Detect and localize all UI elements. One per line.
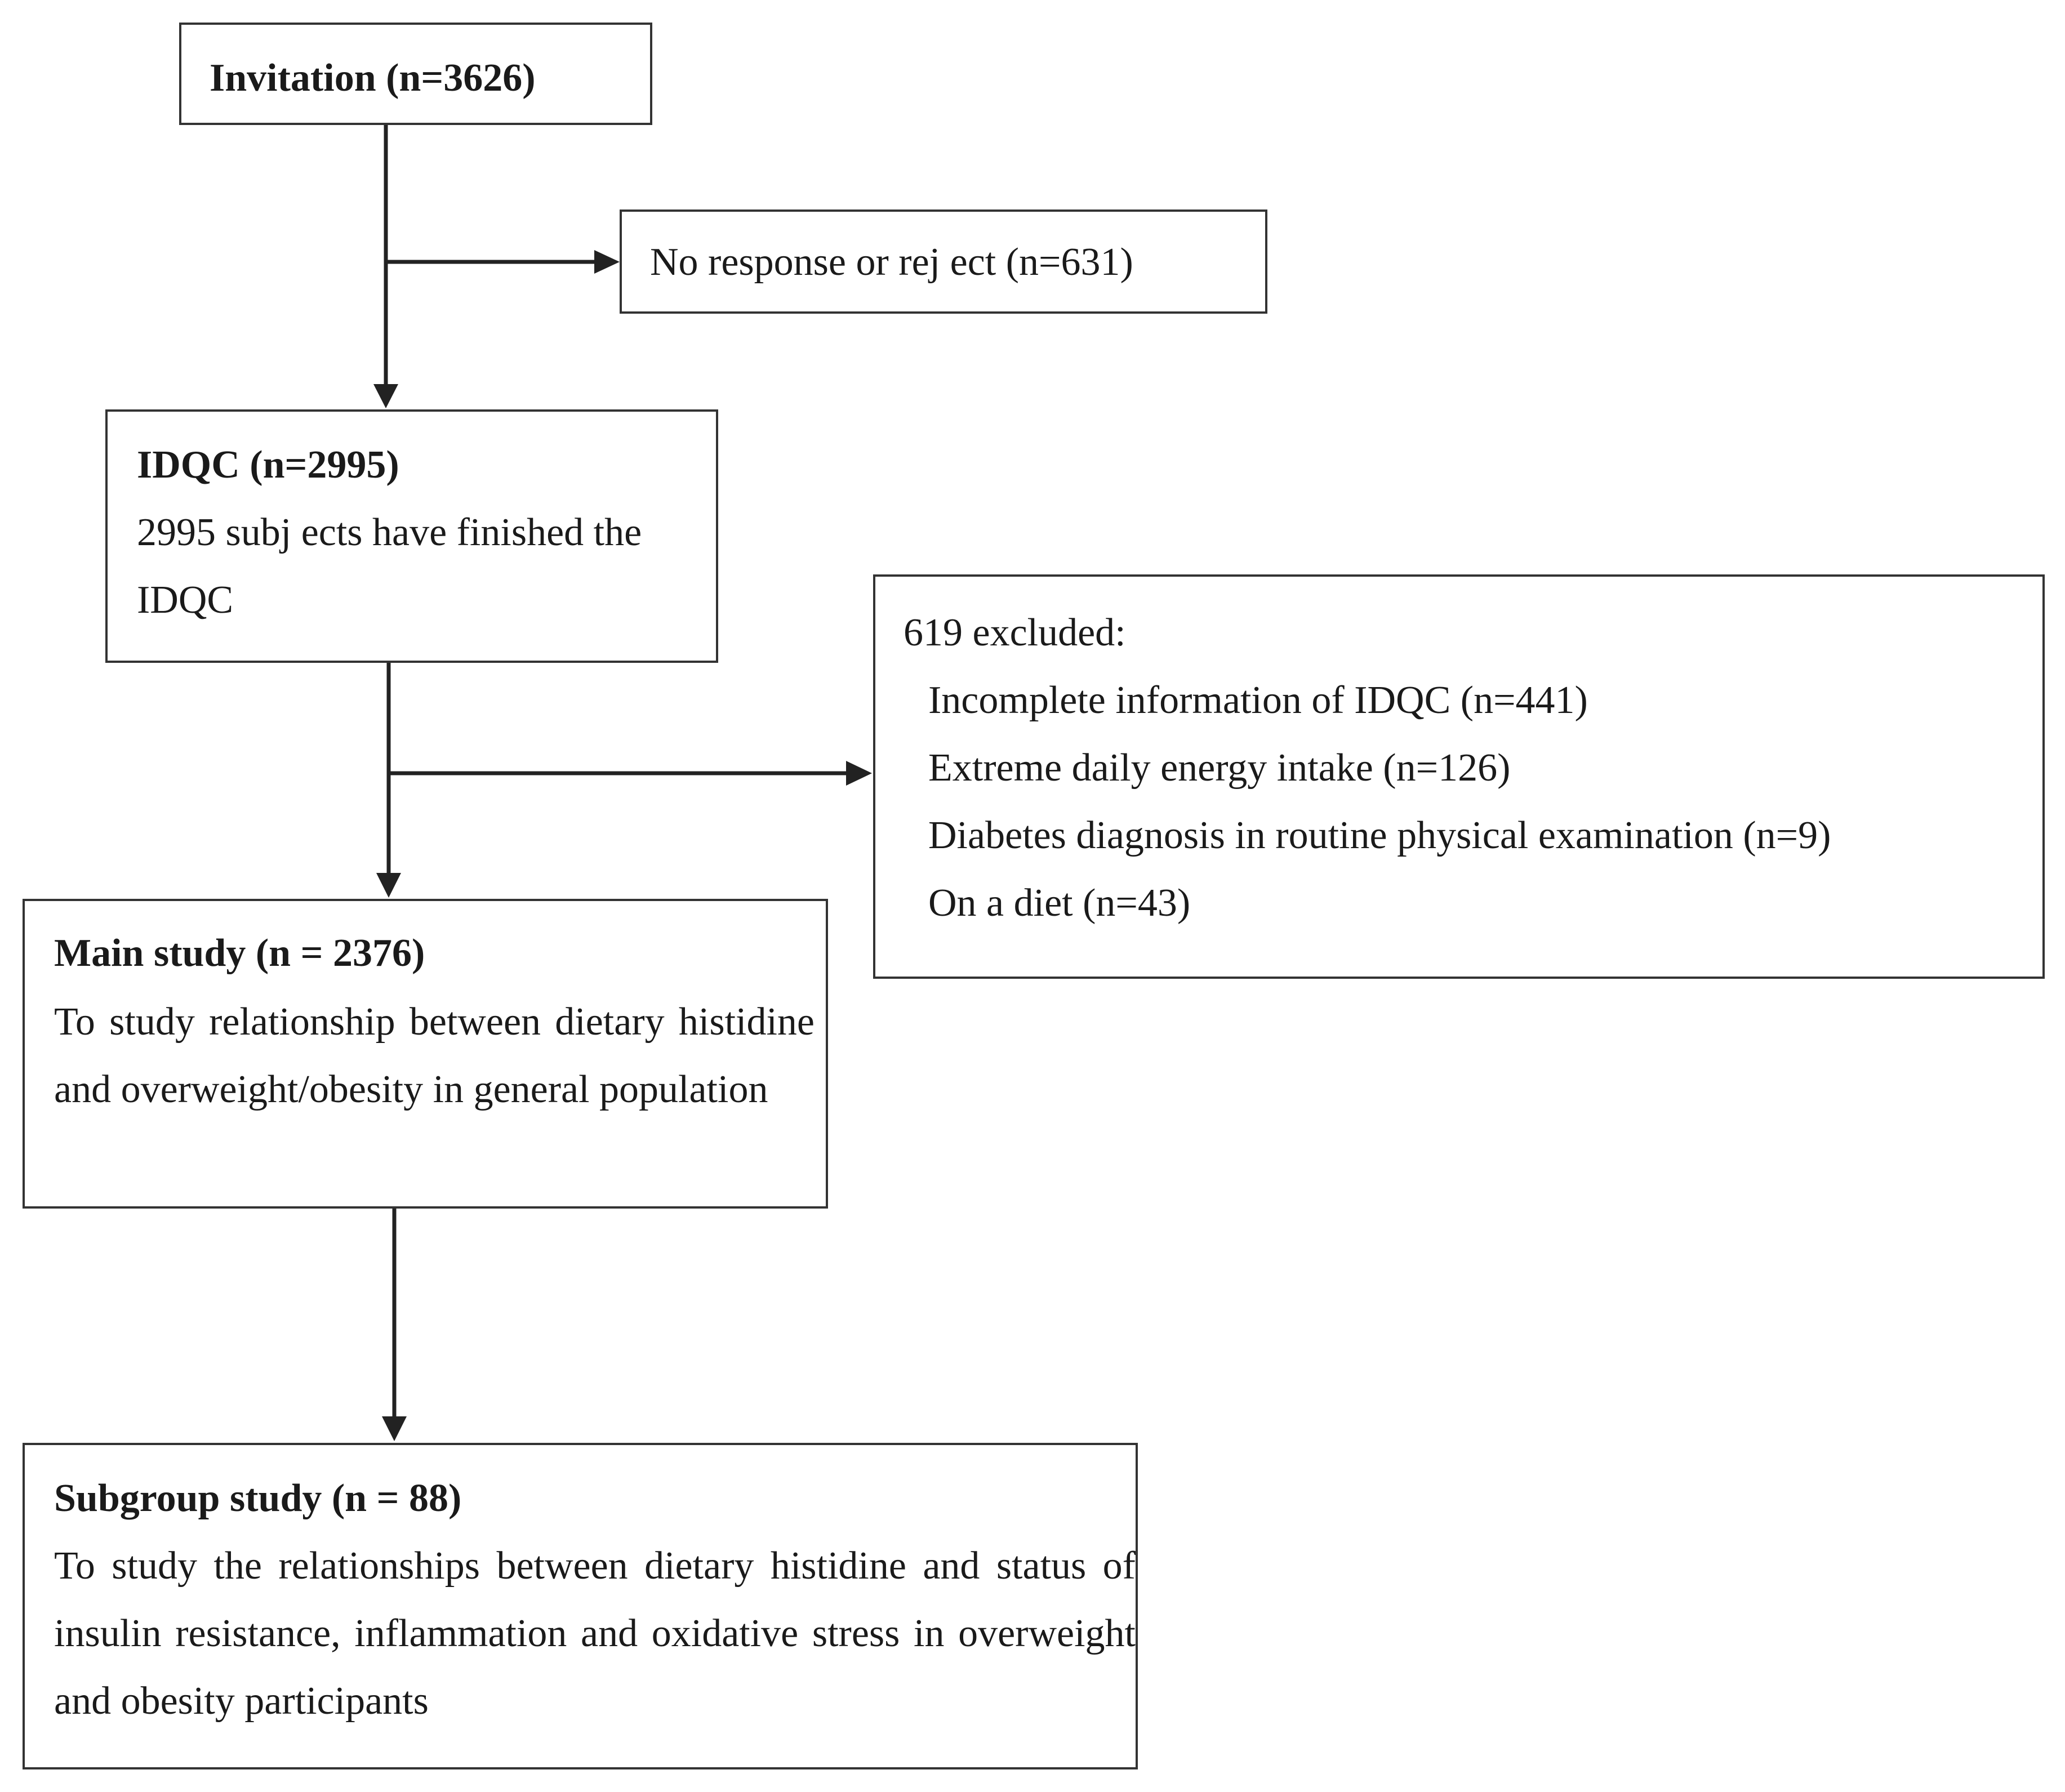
excluded-heading: 619 excluded: [904, 611, 1126, 654]
idqc-title: IDQC (n=2995) [137, 443, 399, 487]
excluded-item: Incomplete information of IDQC (n=441) [928, 679, 1588, 722]
subgroup-study-title: Subgroup study (n = 88) [54, 1477, 462, 1520]
idqc-box: IDQC (n=2995) 2995 subj ects have finish… [105, 409, 718, 663]
arrowhead-excluded-icon [846, 761, 872, 786]
no-response-box: No response or rej ect (n=631) [620, 209, 1267, 314]
excluded-item: Diabetes diagnosis in routine physical e… [928, 814, 1831, 857]
arrowhead-idqc-icon [373, 384, 398, 408]
invitation-title: Invitation (n=3626) [210, 56, 536, 100]
no-response-label: No response or rej ect (n=631) [650, 240, 1133, 284]
main-study-title: Main study (n = 2376) [54, 931, 425, 975]
invitation-box: Invitation (n=3626) [179, 23, 652, 125]
idqc-description: 2995 subj ects have finished the IDQC [137, 511, 642, 622]
arrowhead-subgroup-icon [382, 1416, 407, 1441]
arrowhead-main-icon [376, 873, 401, 898]
subgroup-study-description: To study the relationships between dieta… [54, 1544, 1136, 1723]
excluded-item: Extreme daily energy intake (n=126) [928, 746, 1511, 790]
excluded-item: On a diet (n=43) [928, 881, 1191, 925]
subgroup-study-box: Subgroup study (n = 88) To study the rel… [23, 1443, 1138, 1769]
main-study-box: Main study (n = 2376) To study relations… [23, 899, 828, 1209]
arrowhead-no-response-icon [594, 250, 620, 274]
excluded-reasons-list: Incomplete information of IDQC (n=441) E… [928, 667, 1831, 937]
main-study-description: To study relationship between dietary hi… [54, 1000, 815, 1111]
excluded-box: 619 excluded: Incomplete information of … [873, 574, 2045, 979]
